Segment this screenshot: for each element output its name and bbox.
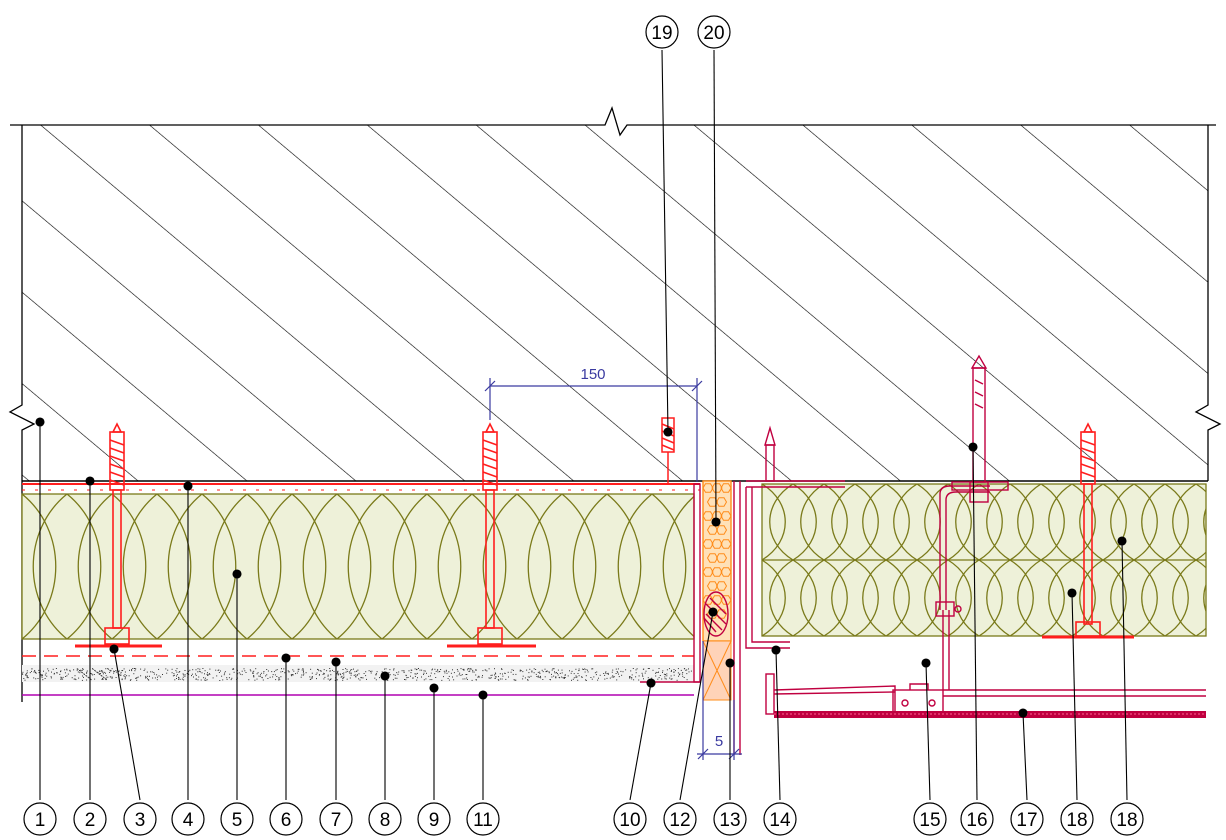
callout-10: 10 xyxy=(613,802,647,836)
leader-dot xyxy=(478,690,488,700)
leader-dot xyxy=(232,569,242,579)
leader-dot xyxy=(663,427,673,437)
callout-11: 11 xyxy=(466,802,500,836)
callout-19: 19 xyxy=(645,15,679,49)
leader-dot xyxy=(1117,536,1127,546)
callout-label: 15 xyxy=(919,810,940,831)
callout-label: 1 xyxy=(35,810,46,831)
leader-dot xyxy=(85,476,95,486)
callout-18: 18 xyxy=(1110,802,1144,836)
callout-label: 10 xyxy=(619,810,640,831)
callout-label: 11 xyxy=(473,810,493,831)
leader-dot xyxy=(725,658,735,668)
callout-label: 3 xyxy=(135,810,146,831)
callout-label: 8 xyxy=(380,810,391,831)
callout-9: 9 xyxy=(417,802,451,836)
callout-4: 4 xyxy=(171,802,205,836)
dimension-label-150: 150 xyxy=(580,366,605,383)
callout-13: 13 xyxy=(713,802,747,836)
leader-dot xyxy=(1067,588,1077,598)
anchor-bolt-2 xyxy=(447,422,536,648)
callout-2: 2 xyxy=(73,802,107,836)
sealing-tape xyxy=(702,480,732,701)
callout-label: 13 xyxy=(719,810,740,831)
callout-label: 17 xyxy=(1016,810,1037,831)
leader-dot xyxy=(109,644,119,654)
callout-label: 2 xyxy=(85,810,96,831)
anchor-bolt-3 xyxy=(1042,422,1134,639)
leader-dot xyxy=(429,683,439,693)
callout-label: 18 xyxy=(1116,810,1137,831)
callout-label: 7 xyxy=(331,810,342,831)
callout-label: 9 xyxy=(429,810,440,831)
dimension-label-5: 5 xyxy=(715,733,723,750)
callout-5: 5 xyxy=(220,802,254,836)
leader-dot xyxy=(380,671,390,681)
leader-dot xyxy=(183,481,193,491)
leader-dot xyxy=(708,607,718,617)
callout-12: 12 xyxy=(663,802,697,836)
etics-system-left xyxy=(21,483,701,696)
callout-label: 19 xyxy=(651,23,672,44)
leader-dot xyxy=(1018,708,1028,718)
callout-8: 8 xyxy=(368,802,402,836)
callout-7: 7 xyxy=(319,802,353,836)
leader-dot xyxy=(646,678,656,688)
callout-3: 3 xyxy=(123,802,157,836)
dimension-150 xyxy=(484,378,703,482)
callout-16: 16 xyxy=(960,802,994,836)
dimension-5 xyxy=(697,641,742,760)
leader-dot xyxy=(711,517,721,527)
callout-20: 20 xyxy=(697,15,731,49)
callout-label: 14 xyxy=(769,810,791,831)
ventilated-facade-right xyxy=(733,354,1207,755)
callout-18: 18 xyxy=(1060,802,1094,836)
callout-label: 4 xyxy=(183,810,194,831)
leader-dot xyxy=(281,653,291,663)
callout-15: 15 xyxy=(913,802,947,836)
callout-17: 17 xyxy=(1010,802,1044,836)
leader-dot xyxy=(968,442,978,452)
callout-label: 5 xyxy=(232,810,243,831)
callout-label: 20 xyxy=(703,23,724,44)
concrete-wall xyxy=(8,106,1222,702)
leader-dot xyxy=(771,645,781,655)
leader-dot xyxy=(35,417,45,427)
callout-1: 1 xyxy=(23,802,57,836)
callout-label: 16 xyxy=(966,810,987,831)
callout-label: 18 xyxy=(1066,810,1087,831)
callout-6: 6 xyxy=(269,802,303,836)
callout-label: 6 xyxy=(281,810,292,831)
leader-lines xyxy=(35,49,1128,801)
leader-dot xyxy=(331,657,341,667)
callout-14: 14 xyxy=(763,802,797,836)
callout-label: 12 xyxy=(669,810,690,831)
leader-dot xyxy=(921,658,931,668)
